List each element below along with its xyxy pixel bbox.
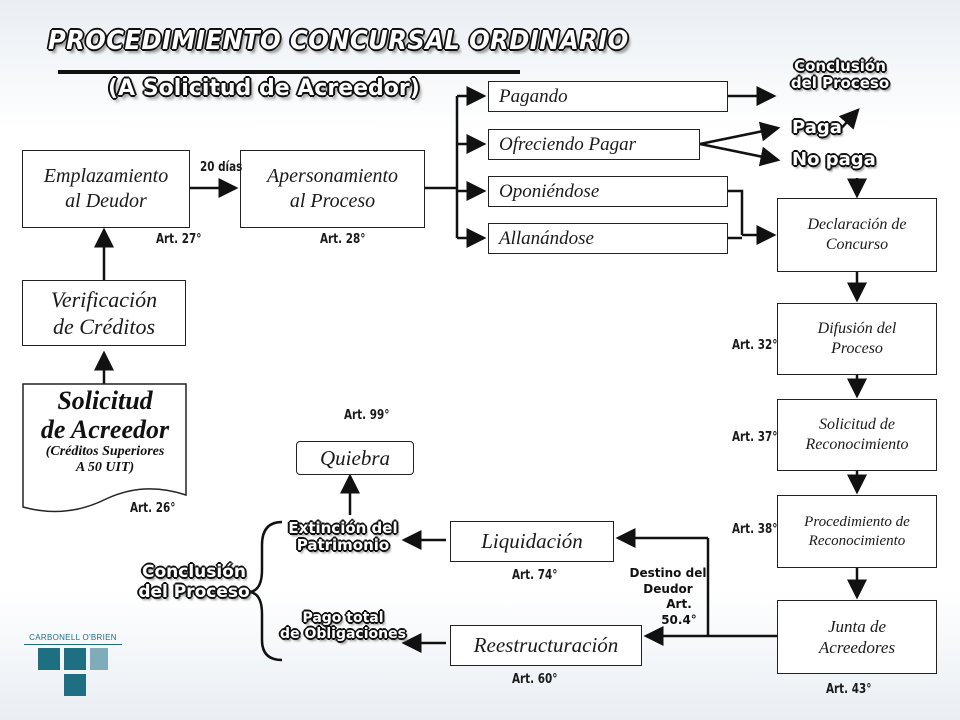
- junta-line1: Junta de: [827, 616, 887, 636]
- destino-line3: Art. 50.4°: [661, 597, 697, 627]
- paga-label: Paga: [792, 117, 842, 138]
- ofreciendo-label: Ofreciendo Pagar: [499, 133, 637, 155]
- reestructuracion-box: Reestructuración: [450, 625, 642, 666]
- pagando-label: Pagando: [499, 85, 568, 107]
- note-art37: Art. 37°: [732, 430, 778, 445]
- logo: CARBONELL O'BRIEN: [18, 628, 128, 698]
- pago-total-line2: de Obligaciones: [280, 626, 406, 643]
- solicitud-reconocimiento-box: Solicitud de Reconocimiento: [777, 399, 937, 471]
- verificacion-line2: de Créditos: [52, 314, 156, 339]
- note-art60: Art. 60°: [512, 672, 558, 687]
- oponiendose-box: Oponiéndose: [488, 176, 728, 207]
- verificacion-line1: Verificación: [50, 286, 158, 312]
- logo-name: CARBONELL O'BRIEN: [29, 633, 117, 642]
- destino-line1: Destino del: [629, 566, 707, 580]
- procedimiento-rec-line1: Procedimiento de: [804, 513, 910, 530]
- ofreciendo-pagar-box: Ofreciendo Pagar: [488, 129, 700, 160]
- solicitud-line3: (Créditos Superiores: [45, 444, 165, 460]
- emplazamiento-box: Emplazamiento al Deudor: [22, 150, 190, 228]
- extincion-patrimonio: Extinción del Patrimonio: [280, 519, 406, 555]
- no-paga-label: No paga: [792, 149, 876, 170]
- pago-total-obligaciones: Pago total de Obligaciones: [280, 610, 406, 642]
- extincion-line2: Patrimonio: [296, 536, 390, 555]
- note-art43: Art. 43°: [826, 682, 872, 697]
- note-art38: Art. 38°: [732, 522, 778, 537]
- conclusion-top-line2: del Proceso: [790, 74, 890, 93]
- emplazamiento-line1: Emplazamiento: [43, 165, 169, 187]
- destino-line2: Deudor: [643, 581, 693, 596]
- junta-acreedores-box: Junta de Acreedores: [777, 600, 937, 674]
- quiebra-box: Quiebra: [296, 441, 414, 475]
- quiebra-label: Quiebra: [320, 445, 390, 470]
- allanandose-label: Allanándose: [499, 227, 594, 249]
- reestructuracion-label: Reestructuración: [473, 633, 619, 658]
- solicitud-rec-line1: Solicitud de: [819, 416, 895, 433]
- conclusion-proceso-top: Conclusión del Proceso: [784, 57, 896, 93]
- note-art26: Art. 26°: [130, 501, 176, 516]
- conclusion-top-line1: Conclusión: [794, 57, 886, 75]
- logo-rule: [24, 644, 122, 645]
- line-oponiendose-declaracion: [728, 189, 744, 235]
- solicitud-line2: de Acreedor: [40, 415, 170, 445]
- pago-total-line1: Pago total: [302, 610, 384, 626]
- difusion-box: Difusión del Proceso: [777, 303, 937, 375]
- liquidacion-label: Liquidación: [481, 529, 583, 554]
- apersonamiento-box: Apersonamiento al Proceso: [240, 150, 425, 228]
- note-art32: Art. 32°: [732, 338, 778, 353]
- diagram-subtitle: (A Solicitud de Acreedor): [108, 76, 420, 101]
- solicitud-acreedor-box: Solicitud de Acreedor (Créditos Superior…: [22, 386, 188, 476]
- pagando-box: Pagando: [488, 81, 728, 112]
- note-destino-deudor: Destino del Deudor Art. 50.4°: [626, 566, 710, 628]
- difusion-line2: Proceso: [831, 340, 883, 357]
- line-ofreciendo-paga: [699, 121, 781, 146]
- conclusion-proceso-left: Conclusión del Proceso: [136, 562, 252, 602]
- procedimiento-reconocimiento-box: Procedimiento de Reconocimiento: [777, 495, 937, 568]
- declaracion-box: Declaración de Concurso: [777, 198, 937, 272]
- title-underline: [58, 70, 520, 74]
- liquidacion-box: Liquidación: [450, 521, 614, 562]
- declaracion-line2: Concurso: [825, 236, 889, 253]
- diagram-title: PROCEDIMIENTO CONCURSAL ORDINARIO: [48, 26, 629, 56]
- solicitud-line4: A 50 UIT): [75, 459, 135, 475]
- solicitud-line1: Solicitud: [57, 386, 153, 415]
- solicitud-document-shape: [22, 383, 187, 513]
- note-art28: Art. 28°: [320, 232, 366, 247]
- note-20-dias: 20 días: [200, 160, 243, 175]
- apersonamiento-line2: al Proceso: [289, 190, 376, 212]
- extincion-line1: Extinción del: [288, 519, 398, 537]
- conclusion-left-line1: Conclusión: [142, 562, 246, 582]
- solicitud-rec-line2: Reconocimiento: [805, 436, 909, 453]
- declaracion-line1: Declaración de: [807, 216, 907, 233]
- brace-conclusion: [249, 520, 283, 662]
- arrow-paga-conclusion: [835, 108, 860, 135]
- allanandose-box: Allanándose: [488, 223, 728, 254]
- note-art74: Art. 74°: [512, 568, 558, 583]
- conclusion-left-line2: del Proceso: [138, 581, 250, 602]
- emplazamiento-line2: al Deudor: [65, 190, 147, 212]
- logo-mark-icon: [38, 648, 108, 696]
- line-ofreciendo-nopaga: [699, 142, 781, 167]
- difusion-line1: Difusión del: [817, 320, 897, 337]
- note-art27: Art. 27°: [156, 232, 202, 247]
- procedimiento-rec-line2: Reconocimiento: [808, 532, 906, 549]
- verificacion-box: Verificación de Créditos: [22, 280, 186, 346]
- note-art99: Art. 99°: [344, 408, 390, 423]
- junta-line2: Acreedores: [818, 638, 896, 657]
- oponiendose-label: Oponiéndose: [499, 180, 600, 202]
- apersonamiento-line1: Apersonamiento: [266, 165, 399, 187]
